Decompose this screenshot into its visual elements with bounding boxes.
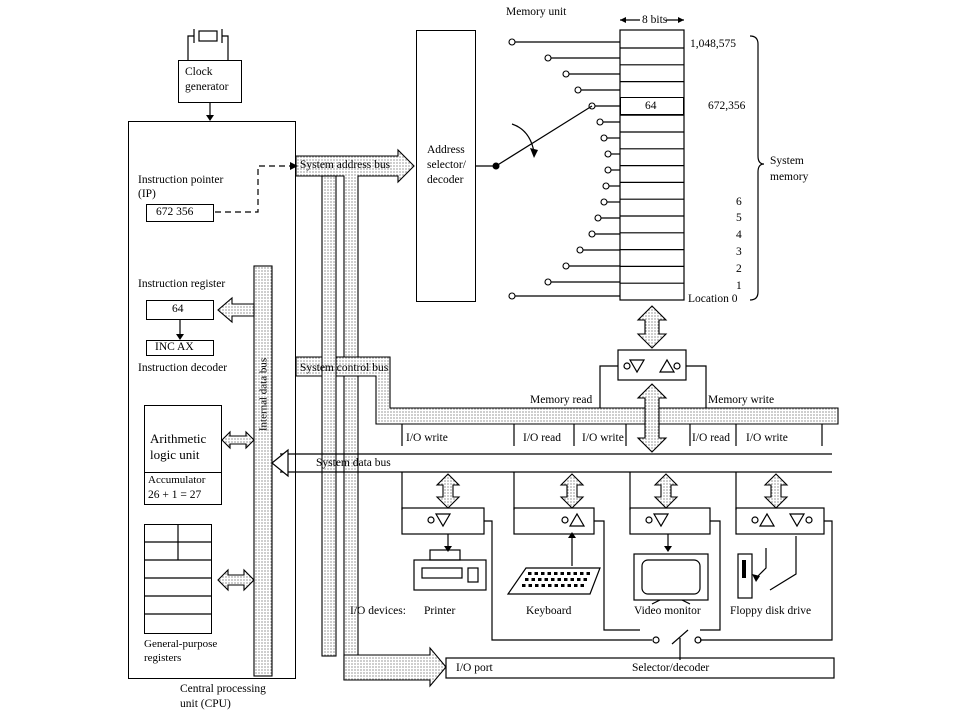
io-control-taps — [401, 424, 823, 446]
ip-register — [146, 204, 214, 222]
system-memory-label-2: memory — [770, 171, 809, 183]
gpr-bus-arrow — [217, 568, 255, 592]
decode-arrow-icon — [176, 334, 184, 340]
memory-title: Memory unit — [506, 6, 567, 18]
io-write-label-2: I/O write — [582, 432, 624, 444]
memory-address-1: 1 — [736, 280, 742, 292]
ir-arrow-icon — [217, 296, 255, 324]
internal-bus-label: Internal data bus — [257, 357, 270, 432]
gpr-grid — [144, 524, 212, 634]
io-write-label-1: I/O write — [406, 432, 448, 444]
io-read-label-2: I/O read — [692, 432, 730, 444]
ip-label-1: Instruction pointer — [138, 174, 224, 186]
alu-bus-arrow — [221, 430, 255, 450]
alu-label-2: logic unit — [150, 447, 200, 462]
address-to-ioport-arrow — [343, 646, 447, 688]
ip-value: 672 356 — [156, 206, 194, 218]
ip-label-2: (IP) — [138, 188, 156, 200]
ir-value: 64 — [172, 303, 184, 315]
memory-location0: Location 0 — [688, 293, 738, 305]
system-memory-label-1: System — [770, 155, 804, 167]
memory-width-label: 8 bits — [642, 14, 668, 26]
ir-label: Instruction register — [138, 278, 226, 290]
gpr-label-1: General-purpose — [144, 638, 218, 650]
memory-brace — [749, 35, 765, 301]
memory-address-2: 2 — [736, 263, 742, 275]
memory-buffer-arrow — [636, 305, 668, 349]
data-bus-label: System data bus — [316, 457, 391, 469]
internal-data-bus — [253, 265, 273, 677]
address-bus-label: System address bus — [300, 159, 391, 171]
decoder-label: Instruction decoder — [138, 362, 228, 374]
io-devices-label: I/O devices: — [350, 605, 406, 617]
io-port-label: I/O port — [456, 662, 493, 674]
system-data-bus — [271, 448, 832, 478]
decoder-label-3: decoder — [427, 174, 464, 186]
monitor-label: Video monitor — [634, 605, 701, 617]
memory-buffer-box — [617, 349, 687, 381]
keyboard-label: Keyboard — [526, 605, 572, 617]
memory-selected-value: 64 — [645, 100, 657, 112]
io-port-box — [445, 657, 835, 679]
memory-selected-cell — [620, 97, 684, 115]
memory-write-line — [686, 365, 707, 408]
io-selector-wiring — [484, 520, 833, 660]
width-dimension — [620, 17, 684, 23]
monitor-buffer — [629, 507, 711, 535]
clock-arrow-icon — [206, 115, 214, 121]
memory-selected-address: 672,356 — [708, 100, 746, 112]
gpr-label-2: registers — [144, 652, 182, 664]
floppy-label: Floppy disk drive — [730, 605, 812, 617]
clock-generator-box — [178, 60, 242, 103]
memory-read-line — [599, 365, 618, 408]
monitor-icon — [633, 553, 709, 605]
io-write-label-3: I/O write — [746, 432, 788, 444]
device-arrows — [435, 473, 789, 509]
memory-address-6: 6 — [736, 196, 742, 208]
io-selector-label: Selector/decoder — [632, 662, 710, 674]
accumulator-box — [144, 472, 222, 505]
printer-icon — [413, 549, 487, 591]
memory-address-3: 3 — [736, 246, 742, 258]
device-bus-lines — [401, 472, 737, 510]
clock-label-1: Clock — [185, 66, 213, 78]
memory-write-label: Memory write — [708, 394, 775, 406]
decoder-selector-arm — [476, 105, 593, 170]
floppy-buffer — [735, 507, 825, 535]
accumulator-value: 26 + 1 = 27 — [148, 489, 202, 501]
decoder-label-1: Address — [427, 144, 465, 156]
cpu-label-1: Central processing — [180, 683, 266, 695]
io-read-label-1: I/O read — [523, 432, 561, 444]
crystal-symbol — [187, 29, 229, 60]
instruction-register — [146, 300, 214, 320]
memory-address-4: 4 — [736, 229, 742, 241]
decoder-label-2: selector/ — [427, 159, 466, 171]
control-bus-label: System control bus — [300, 362, 389, 374]
alu-label-1: Arithmetic — [150, 431, 207, 446]
memory-row-lines — [620, 47, 684, 284]
decoded-instruction — [146, 340, 214, 356]
printer-label: Printer — [424, 605, 456, 617]
memory-top-address: 1,048,575 — [690, 38, 736, 50]
memory-taps — [508, 38, 620, 300]
address-bus-vertical — [321, 175, 337, 657]
keyboard-buffer — [513, 507, 595, 535]
memory-address-5: 5 — [736, 212, 742, 224]
clock-label-2: generator — [185, 81, 229, 93]
printer-buffer — [401, 507, 485, 535]
address-decoder-box — [416, 30, 476, 302]
memory-read-label: Memory read — [530, 394, 593, 406]
ip-to-bus-dashed-line — [215, 162, 298, 213]
buffer-data-arrow — [636, 383, 668, 453]
accumulator-label: Accumulator — [148, 474, 206, 486]
decoded-value: INC AX — [155, 341, 194, 353]
floppy-icon — [737, 536, 797, 599]
keyboard-icon — [506, 567, 601, 595]
cpu-label-2: unit (CPU) — [180, 698, 231, 710]
cpu-box — [128, 121, 296, 679]
